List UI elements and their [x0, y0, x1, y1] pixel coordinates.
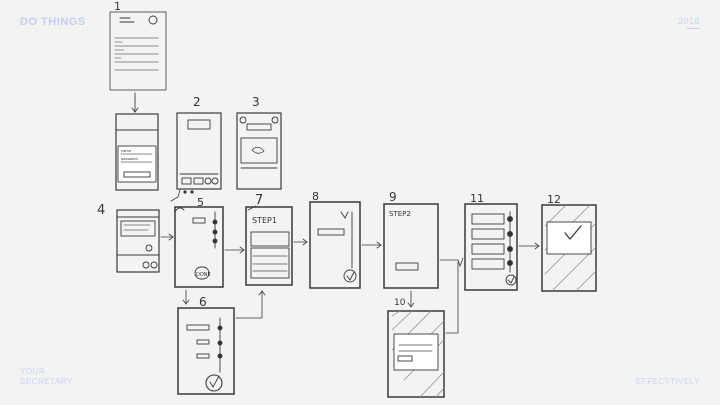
screen-11-list	[464, 203, 518, 291]
password-field-label: password	[121, 157, 138, 161]
footer-tagline: YOUR SECRETARY	[20, 367, 73, 386]
label-7: 7	[255, 193, 263, 208]
label-9: 9	[389, 190, 397, 204]
name-field-label: name	[121, 149, 131, 153]
screen-10-dialog	[387, 310, 445, 398]
screen-7-step1	[245, 205, 293, 286]
screen-12-done	[541, 204, 597, 292]
label-4: 4	[97, 203, 105, 218]
footer-word: EFFECTTIVELY	[635, 377, 700, 386]
screen-6-list-detail	[177, 307, 235, 395]
label-2: 2	[193, 95, 201, 109]
screen-3-popup	[236, 112, 282, 190]
label-3: 3	[252, 95, 260, 109]
screen-4-home	[116, 209, 160, 273]
brand-year: 2018	[678, 16, 700, 29]
label-1: 1	[114, 0, 121, 13]
label-6: 6	[199, 295, 207, 309]
screen-8-input	[309, 201, 361, 289]
screen-1-login-form	[109, 11, 167, 91]
screen-5-list	[174, 206, 224, 288]
screen-9-step2	[383, 203, 439, 289]
label-11: 11	[470, 192, 484, 205]
screen-2-menu	[176, 112, 222, 194]
label-12: 12	[547, 193, 561, 206]
step1-label: STEP1	[252, 216, 277, 225]
label-10: 10	[394, 298, 406, 308]
brand-title: DO THINGS	[20, 16, 86, 28]
screen-login-overlay	[115, 113, 159, 191]
step2-label: STEP2	[389, 210, 411, 218]
label-8: 8	[312, 190, 319, 203]
flow-arrows	[160, 189, 540, 334]
label-5: 5	[197, 196, 204, 209]
done-button-label: DONE	[196, 272, 211, 278]
screen-number-labels: 1 2 3 4 5 6 7 8 9 10 11 12 name password…	[97, 0, 561, 309]
